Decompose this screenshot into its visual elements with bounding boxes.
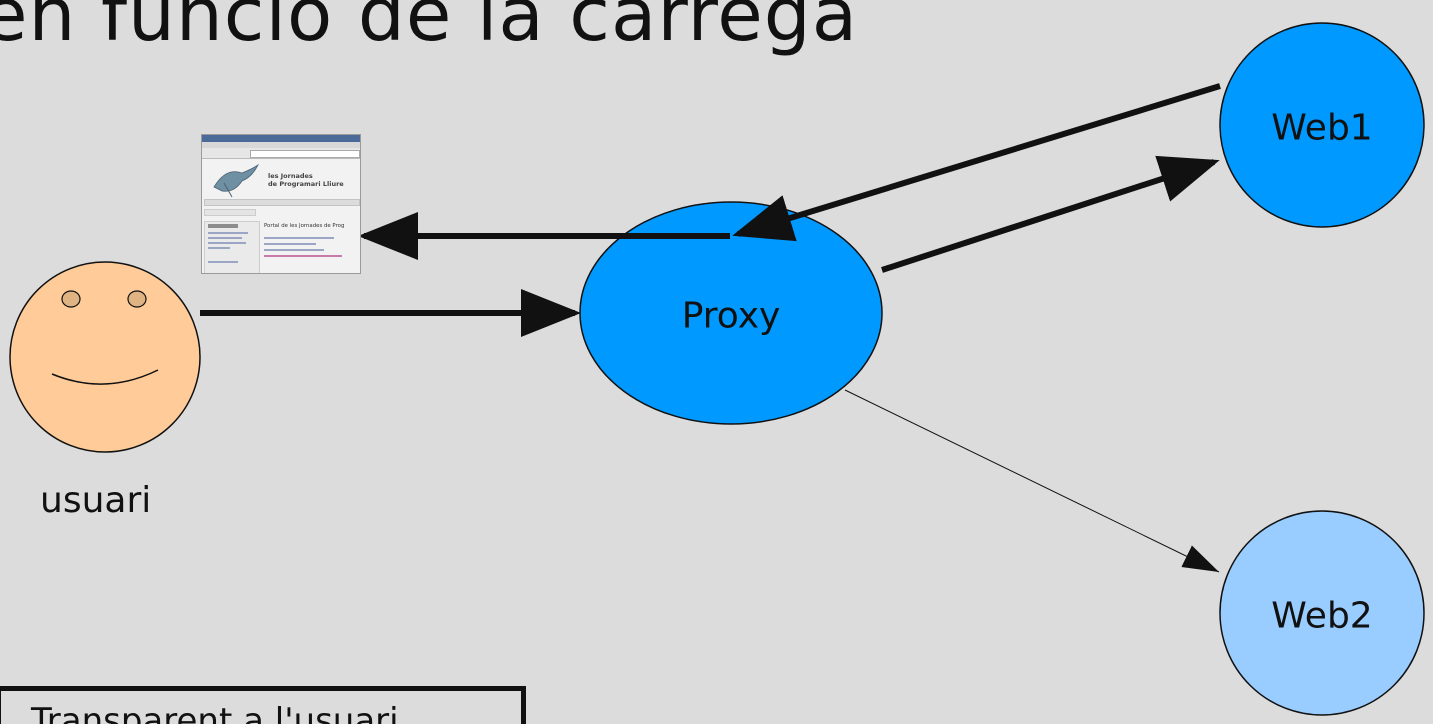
caption-box: Transparent a l'usuari	[0, 686, 526, 724]
thumb-list-item	[264, 255, 342, 257]
slide-title: en funció de la càrrega	[0, 0, 859, 58]
caption-text: Transparent a l'usuari	[31, 701, 399, 724]
thumb-titlebar	[202, 135, 360, 142]
proxy-label: Proxy	[681, 295, 781, 337]
thumb-banner-title: les Jornades de Programari Lliure	[268, 172, 344, 188]
thumb-tabs	[204, 209, 256, 216]
arrow-proxy-to-web2	[844, 389, 1220, 573]
thumb-sidebar	[204, 221, 260, 273]
user-face	[9, 261, 201, 453]
user-smile	[51, 369, 159, 385]
web-page-screenshot-icon: les Jornades de Programari Lliure Portal…	[201, 134, 361, 274]
thumb-list-item	[264, 243, 316, 245]
user-face-circle	[9, 261, 201, 453]
thumb-nav-bar	[204, 199, 360, 206]
user-right-eye	[127, 290, 147, 308]
thumb-sidebar-line	[208, 247, 230, 249]
thumb-list-item	[264, 237, 334, 239]
thumb-list-item	[264, 249, 324, 251]
thumb-sidebar-heading	[208, 224, 238, 228]
thumb-sidebar-line	[208, 261, 238, 263]
web1-node	[1219, 22, 1425, 228]
bird-logo-icon	[213, 163, 260, 198]
thumb-sidebar-line	[208, 242, 246, 244]
arrow-web1-to-proxy	[732, 83, 1221, 242]
thumb-sidebar-line	[208, 237, 242, 239]
arrow-proxy-to-web1	[881, 155, 1220, 273]
web2-label: Web2	[1271, 595, 1373, 637]
thumb-sidebar-line	[208, 232, 248, 234]
thumb-url-field	[250, 150, 360, 158]
thumb-banner-line2: de Programari Lliure	[268, 179, 344, 188]
user-left-eye	[61, 290, 81, 308]
user-label: usuari	[40, 480, 152, 521]
web2-node	[1219, 510, 1425, 716]
thumb-portal-heading: Portal de les Jornades de Prog	[264, 223, 345, 229]
thumb-banner-line1: les Jornades	[268, 172, 313, 180]
web1-label: Web1	[1271, 107, 1373, 149]
